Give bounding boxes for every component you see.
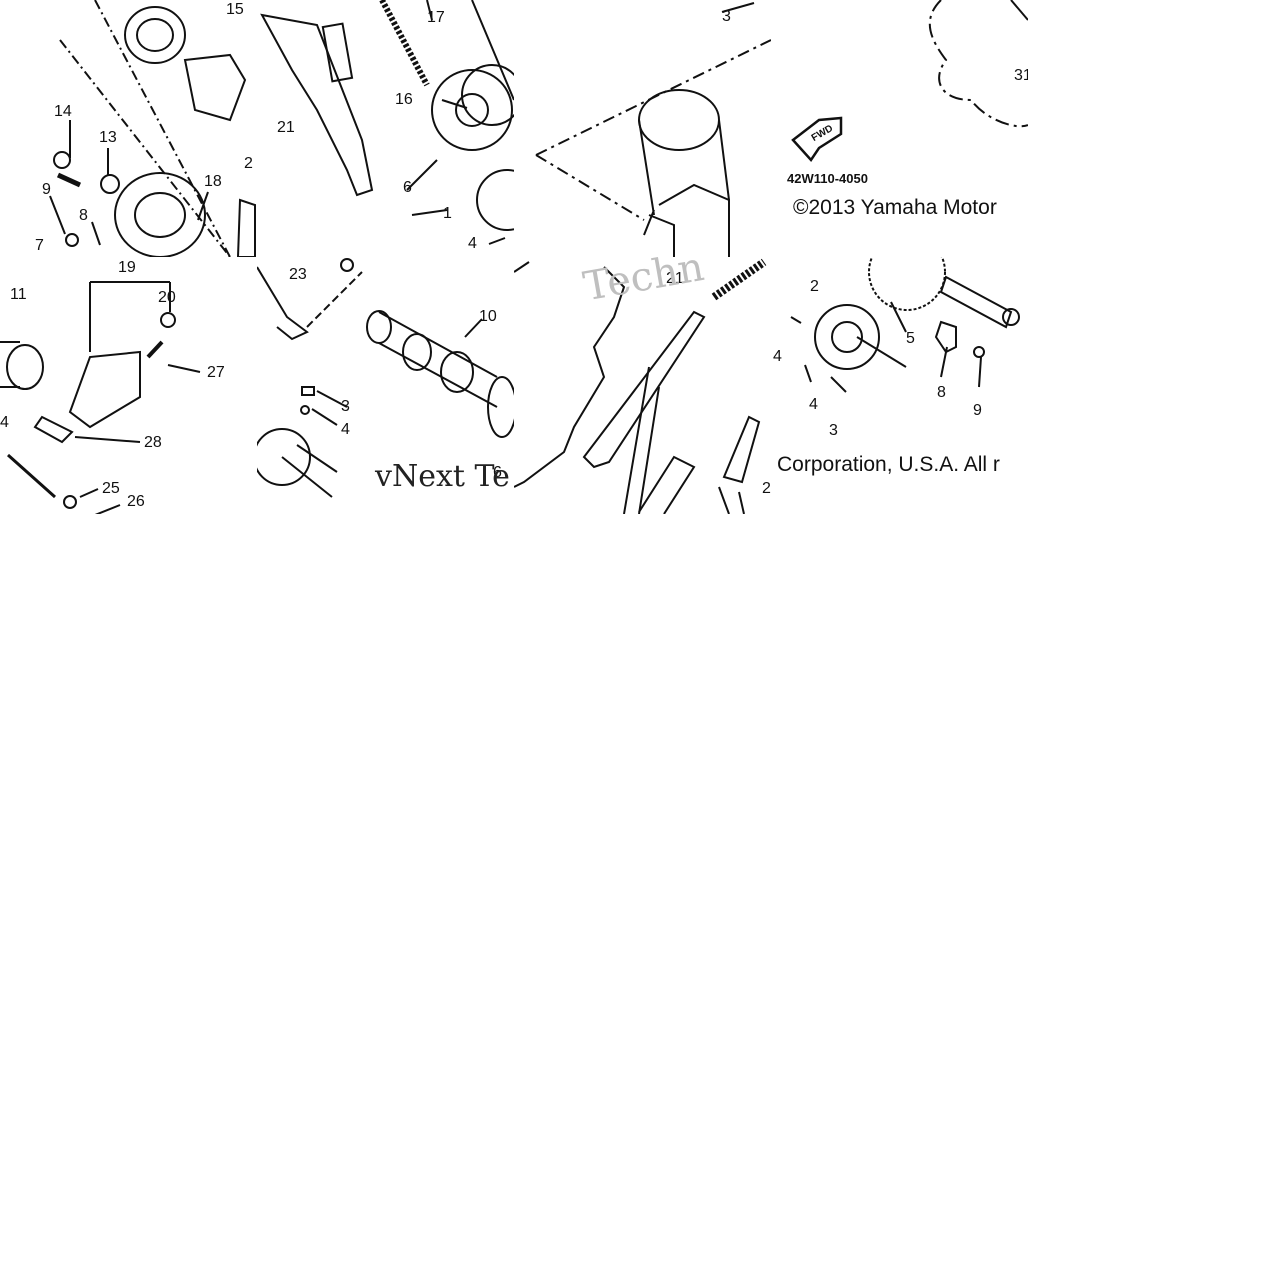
callout-label: 11 — [10, 286, 27, 303]
empty-canvas-area — [0, 514, 1285, 1285]
tile-chain-guide: 21 2 Techn — [514, 257, 771, 514]
callout-label: 21 — [666, 270, 684, 287]
diagram-mosaic: 15 14 13 9 8 7 18 2 17 16 21 6 1 — [0, 0, 1028, 514]
callout-label: 19 — [118, 259, 136, 276]
callout-label: 14 — [54, 103, 72, 120]
callout-label: 25 — [102, 480, 120, 497]
fwd-outline-drawing — [791, 0, 1028, 163]
callout-label: 28 — [144, 434, 162, 451]
callout-label: 2 — [244, 155, 253, 172]
callout-label: 18 — [204, 173, 222, 190]
callout-label: 3 — [829, 422, 838, 439]
tile-camshaft: 23 10 3 4 6 vNext Te — [257, 257, 514, 514]
guide-gears-drawing — [260, 0, 514, 245]
tensioner-drawing — [0, 281, 201, 514]
part-code: 42W110-4050 — [787, 171, 868, 186]
callout-label: 6 — [493, 464, 502, 481]
copyright-text: Corporation, U.S.A. All r — [777, 453, 1000, 476]
idler-bolts-drawing — [49, 0, 256, 257]
callout-label: 17 — [427, 9, 445, 26]
callout-label: 4 — [0, 414, 9, 431]
callout-label: 26 — [127, 493, 145, 510]
callout-label: 4 — [468, 235, 477, 252]
watermark-text: vNext Te — [375, 459, 510, 494]
callout-label: 2 — [810, 278, 819, 295]
callout-label: 5 — [906, 330, 915, 347]
callout-label: 7 — [35, 237, 44, 254]
fwd-arrow-icon — [791, 116, 843, 163]
callout-label: 4 — [773, 348, 782, 365]
callout-label: 10 — [479, 308, 497, 325]
chain-guide-drawing — [514, 258, 767, 514]
callout-label: 4 — [341, 421, 350, 438]
piston-drawing — [535, 2, 771, 257]
copyright-text: ©2013 Yamaha Motor — [793, 196, 997, 219]
callout-label: 4 — [809, 396, 818, 413]
callout-label: 9 — [973, 402, 982, 419]
callout-label: 3 — [722, 8, 731, 25]
tile-guide-gears: 17 16 21 6 1 4 — [257, 0, 514, 257]
callout-label: 31 — [1014, 67, 1028, 84]
tile-piston: 3 — [514, 0, 771, 257]
tile-fwd-copyright: 31 FWD 42W110-4050 ©2013 Yamaha Motor — [771, 0, 1028, 257]
callout-label: 27 — [207, 364, 225, 381]
callout-label: 1 — [443, 205, 452, 222]
tile-idler-bolts: 15 14 13 9 8 7 18 2 — [0, 0, 257, 257]
callout-label: 13 — [99, 129, 117, 146]
callout-label: 3 — [341, 398, 350, 415]
callout-label: 15 — [226, 1, 244, 18]
callout-label: 2 — [762, 480, 771, 497]
callout-label: 16 — [395, 91, 413, 108]
callout-label: 8 — [937, 384, 946, 401]
callout-label: 8 — [79, 207, 88, 224]
callout-label: 9 — [42, 181, 51, 198]
callout-label: 20 — [158, 289, 176, 306]
callout-label: 21 — [277, 119, 295, 136]
callout-label: 23 — [289, 266, 307, 283]
tile-drive-gear: 2 5 4 4 3 8 9 Corporation, U.S.A. All r — [771, 257, 1028, 514]
drive-gear-drawing — [790, 257, 1020, 393]
tile-tensioner: 11 19 20 27 28 4 25 26 — [0, 257, 257, 514]
callout-label: 6 — [403, 179, 412, 196]
camshaft-drawing — [257, 258, 514, 498]
